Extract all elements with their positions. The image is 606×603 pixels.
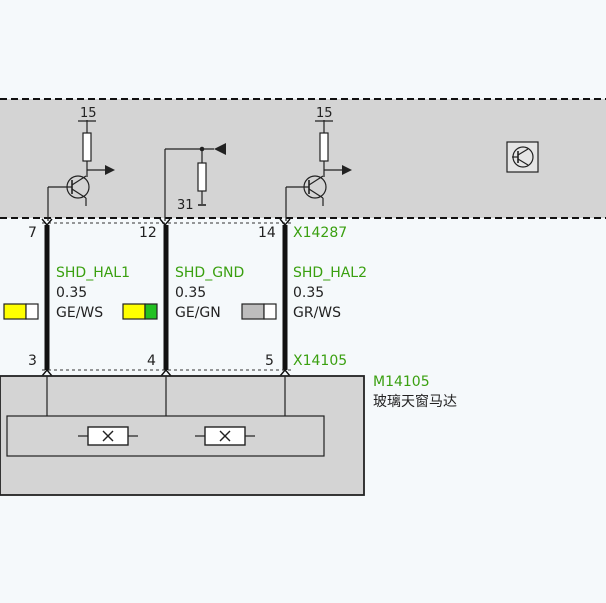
lower-pin-3: 5 <box>265 353 274 369</box>
wire-3-signal: SHD_HAL2 <box>293 265 367 281</box>
wire-2-color-code: GE/GN <box>175 305 221 321</box>
hall-supply-right <box>315 120 352 177</box>
upper-connector <box>41 218 292 227</box>
supply-label-left: 15 <box>80 106 97 121</box>
hall-supply-left <box>78 120 115 177</box>
transistor-right-icon <box>285 175 327 221</box>
ground-circuit <box>164 143 226 221</box>
hall-sensor-2-icon <box>195 426 255 446</box>
wire-3-gauge: 0.35 <box>293 285 324 301</box>
upper-pin-2: 12 <box>139 225 157 241</box>
hall-sensor-1-icon <box>78 426 138 446</box>
upper-pin-1: 7 <box>28 225 37 241</box>
wire-2-gauge: 0.35 <box>175 285 206 301</box>
upper-connector-label: X14287 <box>293 225 347 241</box>
motor-component-box <box>0 375 365 496</box>
upper-pin-3: 14 <box>258 225 276 241</box>
lower-connector-label: X14105 <box>293 353 347 369</box>
lower-connector <box>41 368 292 377</box>
transistor-icon <box>506 141 539 173</box>
component-id: M14105 <box>373 374 430 390</box>
wire-1-gauge: 0.35 <box>56 285 87 301</box>
wire-2-signal: SHD_GND <box>175 265 244 281</box>
wire-1-color-code: GE/WS <box>56 305 103 321</box>
wire-3-color-code: GR/WS <box>293 305 341 321</box>
wire-bundle <box>44 225 288 370</box>
ground-label: 31 <box>177 198 194 213</box>
supply-label-right: 15 <box>316 106 333 121</box>
lower-pin-2: 4 <box>147 353 156 369</box>
wire-3-color-swatch <box>241 303 277 320</box>
lower-pin-1: 3 <box>28 353 37 369</box>
control-unit-band <box>0 98 606 219</box>
transistor-left-icon <box>47 175 90 221</box>
wire-1-color-swatch <box>3 303 39 320</box>
component-name: 玻璃天窗马达 <box>373 393 457 410</box>
wire-2-color-swatch <box>122 303 158 320</box>
wire-1-signal: SHD_HAL1 <box>56 265 130 281</box>
